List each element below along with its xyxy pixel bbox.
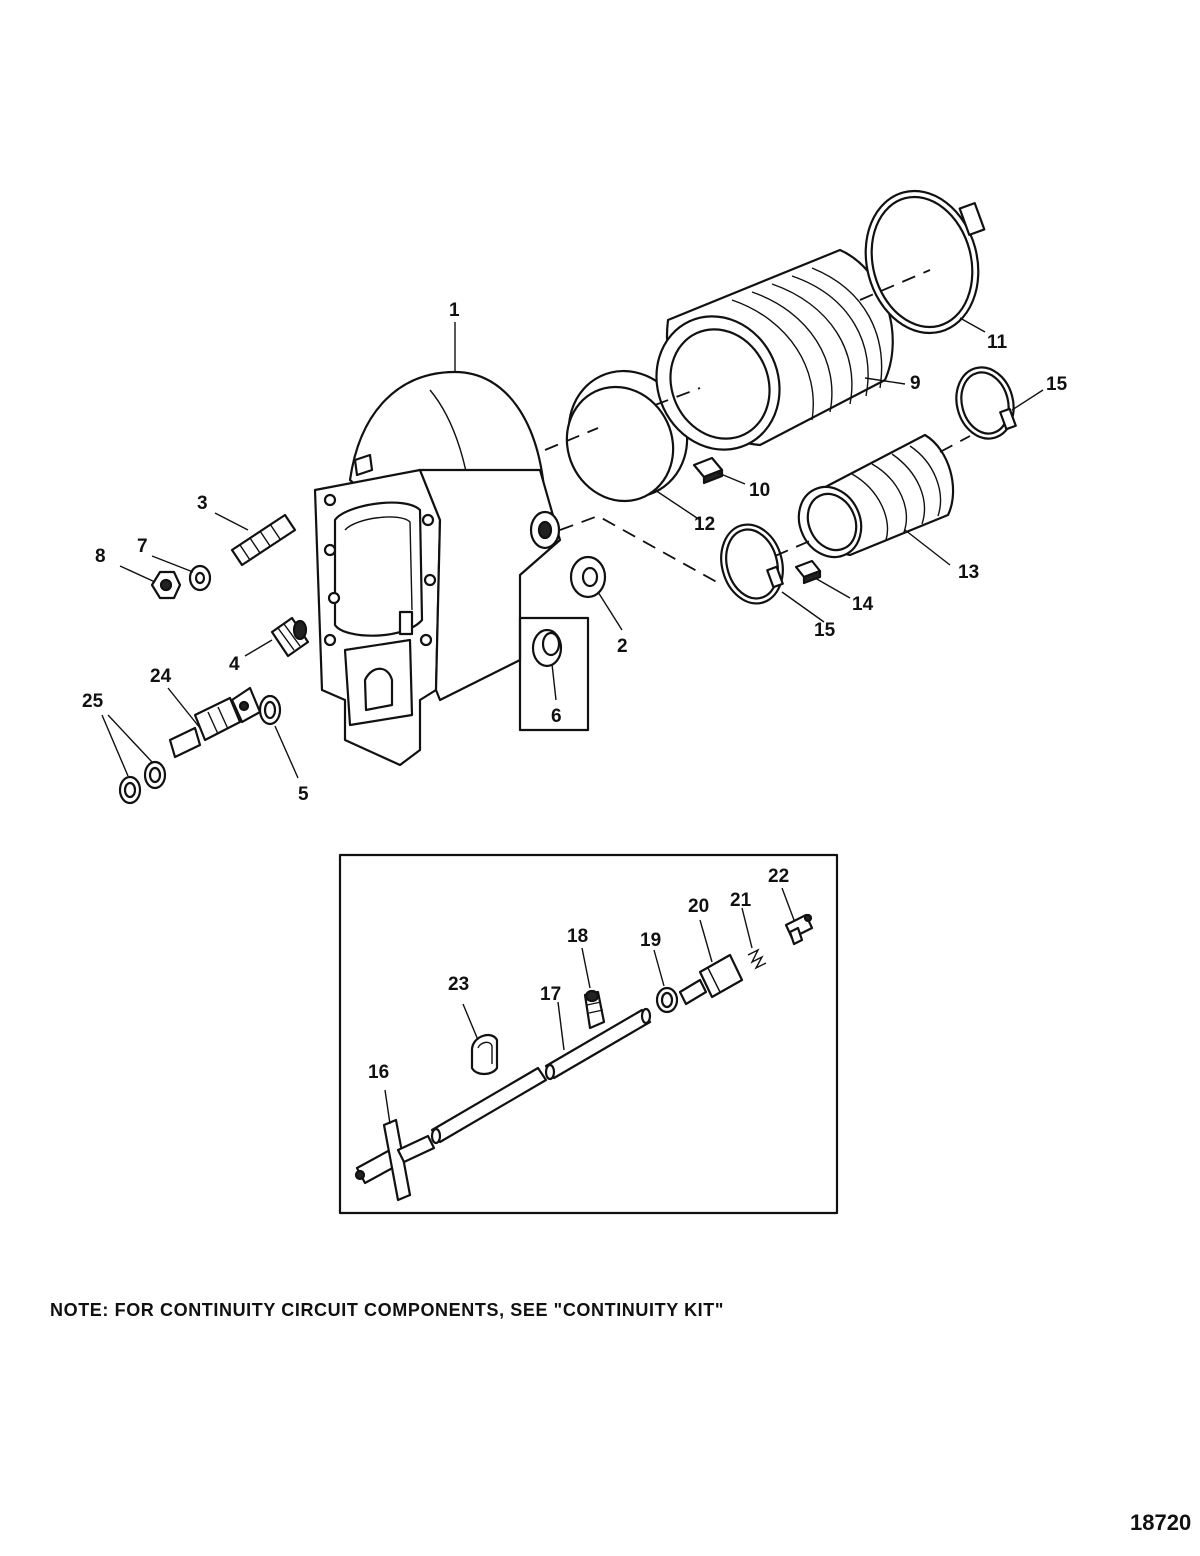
callout-18: 18: [567, 926, 588, 947]
inset-box: [338, 853, 839, 1215]
tee-fitting-part-16: [354, 1118, 436, 1202]
callout-7: 7: [137, 536, 148, 557]
clip-part-10: [692, 456, 724, 485]
callout-10: 10: [749, 480, 770, 501]
callout-11: 11: [987, 332, 1008, 353]
callout-15-lower: 15: [814, 620, 836, 641]
o-rings-part-25: [118, 760, 167, 805]
fitting-part-18: [583, 989, 606, 1030]
assembly-centerlines: [544, 269, 971, 586]
callout-21: 21: [730, 890, 752, 911]
housing-part-1: [313, 370, 562, 767]
callout-16: 16: [368, 1062, 389, 1083]
o-ring-part-5: [258, 694, 282, 726]
callout-14: 14: [852, 594, 874, 615]
continuity-kit-note: NOTE: FOR CONTINUITY CIRCUIT COMPONENTS,…: [50, 1300, 725, 1320]
clamp-part-11: [864, 189, 986, 335]
callout-2: 2: [617, 636, 628, 657]
callout-3: 3: [197, 493, 208, 514]
washer-part-2: [569, 555, 607, 599]
callout-8: 8: [95, 546, 106, 567]
clamp-part-15-upper: [955, 366, 1017, 440]
callout-9: 9: [910, 373, 921, 394]
fitting-part-4: [270, 616, 310, 658]
callout-23: 23: [448, 974, 469, 995]
leader-lines-main: [101, 317, 1044, 779]
figure-number: 18720: [1130, 1510, 1192, 1535]
sensor-part-24: [168, 686, 262, 759]
callout-24: 24: [150, 666, 172, 687]
nut-part-8: [150, 570, 182, 600]
clamp-part-15-lower: [720, 523, 784, 605]
adapter-part-20: [678, 953, 744, 1006]
callout-22: 22: [768, 866, 789, 887]
callout-15-upper: 15: [1046, 374, 1068, 395]
clip-part-23: [470, 1033, 499, 1076]
washer-part-7: [188, 564, 212, 592]
callout-12: 12: [694, 514, 715, 535]
leader-lines-inset: [384, 887, 795, 1125]
bushing-part-6: [518, 616, 590, 732]
spring-part-21: [747, 948, 767, 970]
callout-13: 13: [958, 562, 979, 583]
bellows-part-9: [655, 248, 894, 451]
callout-17: 17: [540, 984, 561, 1005]
bellows-part-13: [797, 433, 955, 559]
callout-1: 1: [449, 300, 460, 321]
callout-5: 5: [298, 784, 309, 805]
clamp-part-19: [655, 986, 679, 1014]
hose-part-17: [430, 1007, 652, 1145]
callout-20: 20: [688, 896, 709, 917]
clip-part-14: [794, 559, 822, 585]
callout-25: 25: [82, 691, 104, 712]
ring-part-12: [565, 369, 689, 503]
callout-6: 6: [551, 706, 562, 727]
callout-labels: 1 2 3 4 5 6 7 8 9 10 11 12 13 14 15 15 1…: [82, 300, 1068, 1083]
callout-4: 4: [229, 654, 240, 675]
stud-part-3: [230, 513, 297, 567]
callout-19: 19: [640, 930, 661, 951]
fitting-part-22: [784, 913, 814, 946]
